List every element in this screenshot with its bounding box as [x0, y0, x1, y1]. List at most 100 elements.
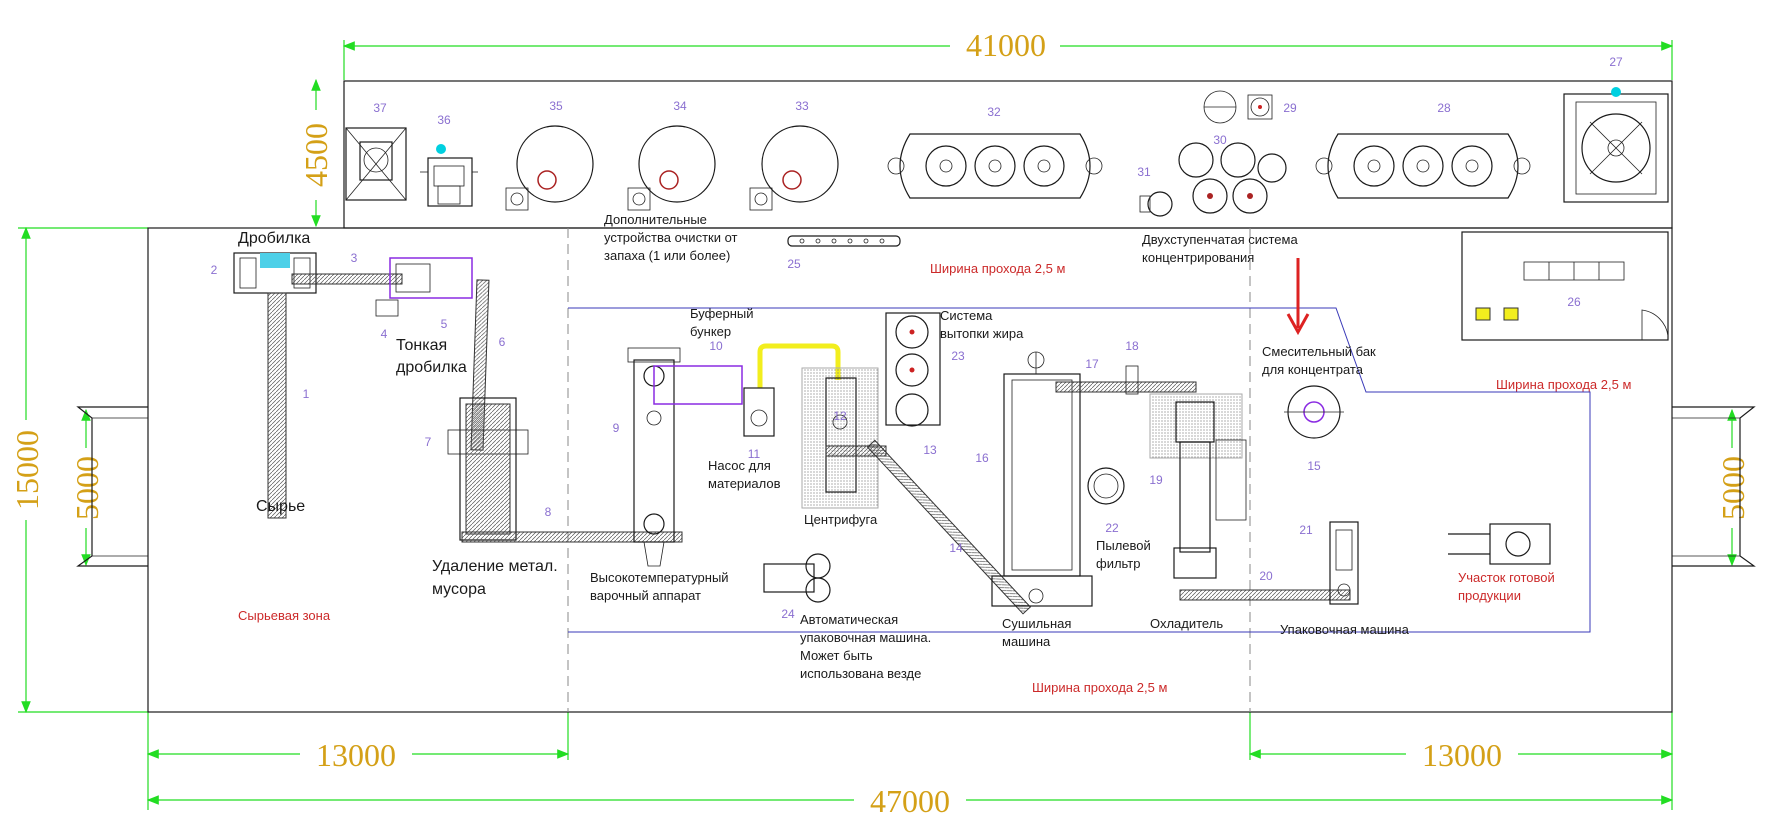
equipment-32-evaporator: [887, 133, 1103, 199]
dim-right-door-text: 5000: [1715, 456, 1751, 520]
num-29: 29: [1283, 101, 1297, 115]
equipment-26-control-room: [1461, 231, 1669, 341]
right-door: [1672, 406, 1756, 567]
num-13: 13: [923, 443, 937, 457]
label-fine-crusher-2: дробилка: [396, 359, 467, 376]
num-36: 36: [437, 113, 451, 127]
equipment-7-metal-separator: [447, 397, 529, 541]
equipment-29-valve: [1247, 94, 1273, 120]
equipment-25-pipe-rack: [787, 235, 901, 247]
equipment-3-conveyor: [291, 273, 403, 285]
label-buffer-bunker-2: бункер: [690, 324, 731, 339]
label-two-stage-1: Двухступенчатая система: [1142, 232, 1298, 247]
label-odor-2: устройства очистки от: [604, 230, 738, 245]
num-14: 14: [949, 541, 963, 555]
equipment-23-fat-system: [885, 312, 941, 427]
num-10: 10: [709, 339, 723, 353]
top-annex-outline: [343, 80, 1673, 229]
dim-bottom-left-text: 13000: [316, 737, 396, 773]
equipment-37-hopper: [345, 127, 407, 201]
num-24: 24: [781, 607, 795, 621]
dimension-top-height: 4500: [298, 78, 334, 228]
num-22: 22: [1105, 521, 1119, 535]
label-centrifuge: Центрифуга: [804, 512, 878, 527]
num-2: 2: [211, 263, 218, 277]
num-26: 26: [1567, 295, 1581, 309]
label-metal-removal-2: мусора: [432, 581, 486, 598]
num-7: 7: [425, 435, 432, 449]
equipment-10-buffer-bunker: [653, 365, 743, 405]
label-aisle-right: Ширина прохода 2,5 м: [1496, 377, 1631, 392]
num-27: 27: [1609, 55, 1623, 69]
label-cooker-1: Высокотемпературный: [590, 570, 729, 585]
dimension-top-total: 41000: [342, 27, 1674, 80]
equipment-numbers: 1 2 3 4 5 6 7 8 9 10 11 12 13 14 15 16 1…: [211, 55, 1623, 621]
num-30: 30: [1213, 133, 1227, 147]
equipment-22-dust-filter: [1087, 467, 1125, 505]
num-20: 20: [1259, 569, 1273, 583]
label-pump-1: Насос для: [708, 458, 771, 473]
equipment-35-tank: [505, 125, 594, 211]
label-cooler: Охладитель: [1150, 616, 1223, 631]
num-31: 31: [1137, 165, 1151, 179]
num-3: 3: [351, 251, 358, 265]
label-dryer-1: Сушильная: [1002, 616, 1071, 631]
num-21: 21: [1299, 523, 1313, 537]
num-28: 28: [1437, 101, 1451, 115]
dimension-right-door: 5000: [1714, 408, 1751, 567]
equipment-5-fine-crusher: [375, 257, 473, 317]
label-mixing-tank-2: для концентрата: [1262, 362, 1364, 377]
num-9: 9: [613, 421, 620, 435]
num-4: 4: [381, 327, 388, 341]
equipment-8-conveyor: [461, 531, 683, 543]
equipment-9-cooker: [627, 347, 681, 567]
num-37: 37: [373, 101, 387, 115]
yellow-pipe: [757, 343, 841, 388]
dimension-left-door: 5000: [69, 408, 106, 567]
num-16: 16: [975, 451, 989, 465]
equipment-27-cooling-tower: [1563, 87, 1669, 203]
label-finished-zone-2: продукции: [1458, 588, 1521, 603]
label-auto-packing-4: использована везде: [800, 666, 921, 681]
label-odor-3: запаха (1 или более): [604, 248, 730, 263]
label-fat-system-1: Система: [940, 308, 993, 323]
num-5: 5: [441, 317, 448, 331]
label-aisle-top: Ширина прохода 2,5 м: [930, 261, 1065, 276]
equipment-2-crusher: [233, 252, 317, 294]
equipment-21-packing-machine: [1329, 521, 1359, 605]
dim-bottom-right-text: 13000: [1422, 737, 1502, 773]
label-crusher: Дробилка: [238, 230, 310, 247]
equipment-28-evaporator: [1315, 133, 1531, 199]
num-34: 34: [673, 99, 687, 113]
label-dust-filter-2: фильтр: [1096, 556, 1140, 571]
label-finished-zone-1: Участок готовой: [1458, 570, 1555, 585]
label-raw: Сырье: [256, 498, 305, 515]
num-18: 18: [1125, 339, 1139, 353]
equipment-19-cooler: [1149, 393, 1247, 579]
equipment-18-valve: [1125, 365, 1139, 395]
label-fine-crusher-1: Тонкая: [396, 337, 447, 354]
equipment-24-auto-packing: [763, 553, 831, 603]
label-auto-packing-2: упаковочная машина.: [800, 630, 931, 645]
label-fat-system-2: вытопки жира: [940, 326, 1024, 341]
num-25: 25: [787, 257, 801, 271]
dimension-left-height: 15000: [9, 226, 148, 714]
production-zone-boundary: [568, 307, 1591, 633]
equipment-34-tank: [627, 125, 716, 211]
label-auto-packing-1: Автоматическая: [800, 612, 898, 627]
dimension-bottom-left: 13000: [146, 712, 570, 810]
num-33: 33: [795, 99, 809, 113]
label-odor-1: Дополнительные: [604, 212, 707, 227]
label-two-stage-2: концентрирования: [1142, 250, 1254, 265]
forklift-icon: [1448, 523, 1551, 565]
label-metal-removal-1: Удаление метал.: [432, 558, 558, 575]
equipment-1-conveyor: [267, 292, 287, 519]
equipment-36-fan: [420, 144, 478, 207]
dim-left-door-text: 5000: [69, 456, 105, 520]
label-dust-filter-1: Пылевой: [1096, 538, 1151, 553]
num-12: 12: [833, 409, 847, 423]
label-dryer-2: машина: [1002, 634, 1051, 649]
dimension-bottom-right: 13000: [1248, 712, 1674, 810]
equipment-30-concentrator: [1178, 90, 1287, 214]
